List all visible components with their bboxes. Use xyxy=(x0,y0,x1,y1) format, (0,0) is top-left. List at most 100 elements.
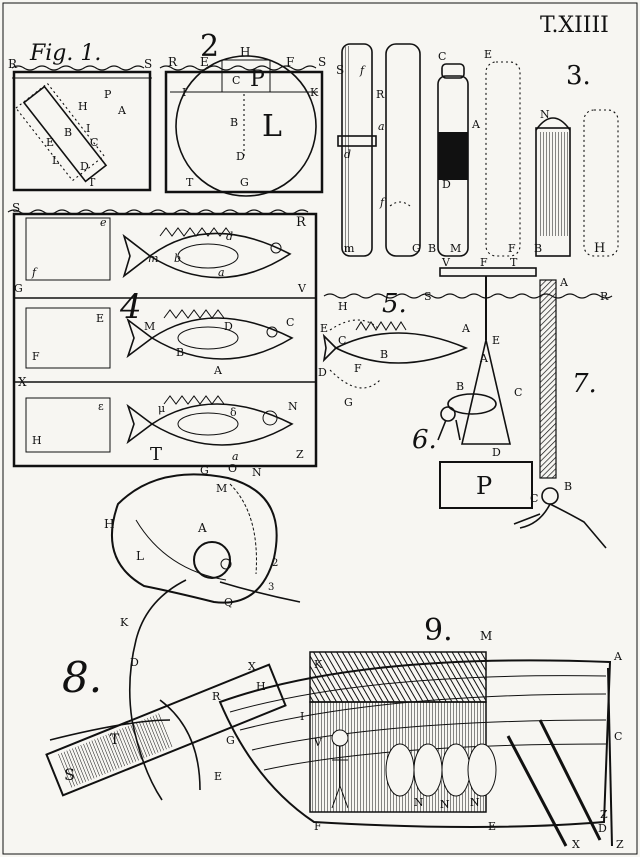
svg-text:A: A xyxy=(479,352,489,365)
svg-text:M: M xyxy=(216,482,227,495)
svg-text:C: C xyxy=(514,386,522,399)
svg-text:K: K xyxy=(310,86,319,99)
figure-1: Fig. 1. R S A P H B I C E L D T xyxy=(8,41,152,192)
figure-5: 5. V F T A S R H A E C B E D F G xyxy=(318,256,613,479)
svg-text:ε: ε xyxy=(98,400,104,413)
svg-text:C: C xyxy=(232,74,240,87)
svg-text:H: H xyxy=(240,45,250,59)
svg-text:R: R xyxy=(376,88,385,101)
figure-9-number: 9. xyxy=(424,613,453,648)
svg-text:C: C xyxy=(90,136,98,149)
svg-text:Z: Z xyxy=(600,808,608,821)
svg-text:X: X xyxy=(18,375,27,389)
svg-text:N: N xyxy=(470,796,480,809)
svg-text:E: E xyxy=(320,322,328,335)
svg-text:D: D xyxy=(80,160,89,173)
svg-text:F: F xyxy=(480,256,488,269)
svg-text:D: D xyxy=(318,366,327,379)
svg-text:K: K xyxy=(314,658,323,671)
svg-text:F: F xyxy=(354,362,362,375)
fig2-label-P: P xyxy=(250,67,265,92)
svg-text:C: C xyxy=(338,334,346,347)
svg-text:D: D xyxy=(598,822,607,835)
svg-text:D: D xyxy=(224,320,233,333)
svg-text:X: X xyxy=(248,660,256,673)
figure-9: 9. M K I V G N N N A C F E Z X D Z xyxy=(218,613,624,851)
svg-text:P: P xyxy=(104,88,112,101)
svg-text:A: A xyxy=(117,104,127,117)
figure-8: 8. A H L G O N M 2 3 Q K D X R H S T E xyxy=(45,462,301,801)
svg-text:G: G xyxy=(240,176,249,189)
svg-text:S: S xyxy=(12,201,20,215)
svg-text:D: D xyxy=(130,656,139,669)
svg-text:G: G xyxy=(412,242,421,255)
svg-text:N: N xyxy=(540,108,550,121)
svg-text:A: A xyxy=(461,322,471,335)
svg-text:Q: Q xyxy=(224,596,233,609)
svg-text:m: m xyxy=(344,242,355,255)
svg-text:m: m xyxy=(148,252,158,265)
svg-text:I: I xyxy=(86,122,90,135)
svg-text:L: L xyxy=(52,154,60,167)
svg-text:M: M xyxy=(480,629,492,643)
svg-text:G: G xyxy=(14,282,23,295)
fig1-label-S: S xyxy=(144,57,152,71)
svg-text:E: E xyxy=(484,48,492,61)
svg-text:A: A xyxy=(613,650,623,663)
svg-text:E: E xyxy=(488,820,496,833)
figure-3-number: 3. xyxy=(566,61,591,91)
figure-2-number: 2 xyxy=(200,29,219,64)
svg-text:N: N xyxy=(252,466,262,479)
svg-text:δ: δ xyxy=(230,406,237,419)
svg-text:T: T xyxy=(510,256,518,269)
figure-6: 6. P A B C D xyxy=(412,339,533,509)
svg-text:b: b xyxy=(174,252,181,265)
svg-text:d: d xyxy=(344,148,351,161)
svg-text:C: C xyxy=(614,730,622,743)
figure-7: 7. C B xyxy=(513,369,607,549)
svg-text:C: C xyxy=(438,50,446,63)
svg-text:O: O xyxy=(228,462,237,475)
svg-text:T: T xyxy=(186,176,194,189)
figure-2: 2 P L H R E F S C I K B D T G xyxy=(159,29,326,197)
svg-text:T: T xyxy=(110,732,120,748)
svg-text:2: 2 xyxy=(272,558,278,569)
svg-text:H: H xyxy=(104,517,114,531)
svg-text:A: A xyxy=(197,521,207,535)
svg-text:H: H xyxy=(256,680,266,693)
svg-text:S: S xyxy=(318,55,326,69)
svg-text:A: A xyxy=(471,118,481,131)
svg-text:a: a xyxy=(218,266,225,279)
svg-text:B: B xyxy=(534,242,542,255)
svg-text:A: A xyxy=(213,364,223,377)
svg-text:S: S xyxy=(336,63,344,77)
fig6-label-P: P xyxy=(476,472,492,500)
svg-text:E: E xyxy=(214,770,222,783)
svg-text:f: f xyxy=(359,64,366,77)
svg-text:E: E xyxy=(200,55,209,69)
svg-text:V: V xyxy=(297,282,307,295)
svg-text:Z: Z xyxy=(296,448,304,461)
fig2-label-L: L xyxy=(262,109,282,144)
svg-text:R: R xyxy=(600,290,609,303)
svg-text:G: G xyxy=(344,396,353,409)
svg-text:N: N xyxy=(414,796,424,809)
plate-number: T.XIIII xyxy=(540,13,609,38)
svg-text:H: H xyxy=(32,434,42,447)
figure-8-number: 8. xyxy=(62,653,102,702)
svg-text:a: a xyxy=(378,120,385,133)
svg-text:μ: μ xyxy=(158,402,165,415)
svg-text:e: e xyxy=(100,216,107,229)
svg-text:G: G xyxy=(200,464,209,477)
svg-text:B: B xyxy=(64,126,72,139)
svg-text:E: E xyxy=(96,312,104,325)
svg-text:H: H xyxy=(338,300,348,313)
svg-text:D: D xyxy=(442,178,451,191)
svg-text:F: F xyxy=(286,55,294,69)
svg-text:X: X xyxy=(572,838,580,851)
fig1-label-R: R xyxy=(8,57,18,71)
svg-text:H: H xyxy=(78,100,88,113)
svg-text:A: A xyxy=(559,276,569,289)
svg-text:E: E xyxy=(46,136,54,149)
